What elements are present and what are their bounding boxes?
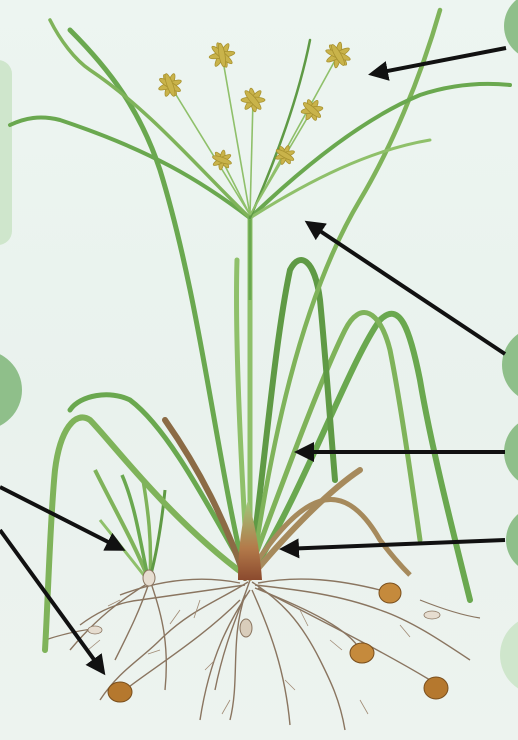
callout-bubble-right-2	[504, 416, 518, 488]
callout-bubble-right-3	[506, 506, 518, 574]
bracts	[10, 20, 510, 218]
dry-leaf	[258, 500, 410, 575]
tuber	[350, 643, 374, 663]
arrow-to-offshoot	[0, 487, 122, 549]
offshoot-plant	[95, 470, 165, 586]
umbel-rays	[170, 55, 338, 215]
arrow-to-plant-base	[283, 540, 505, 549]
bulb-sprout	[240, 619, 252, 637]
spikelet-clusters	[158, 42, 352, 171]
bulb-sprout	[424, 611, 440, 619]
tuber	[108, 682, 132, 702]
callout-bubble-left	[0, 350, 22, 430]
arrow-to-inflorescence	[372, 48, 506, 74]
callout-bubble-right-4	[500, 615, 518, 695]
callout-panel-left-top	[0, 60, 12, 245]
callout-bubble-right-1	[502, 327, 518, 403]
roots	[70, 579, 470, 730]
tuber	[424, 677, 448, 699]
callout-bubble-top-right	[504, 0, 518, 60]
bulb-sprout	[88, 626, 102, 634]
tuber	[379, 583, 401, 603]
